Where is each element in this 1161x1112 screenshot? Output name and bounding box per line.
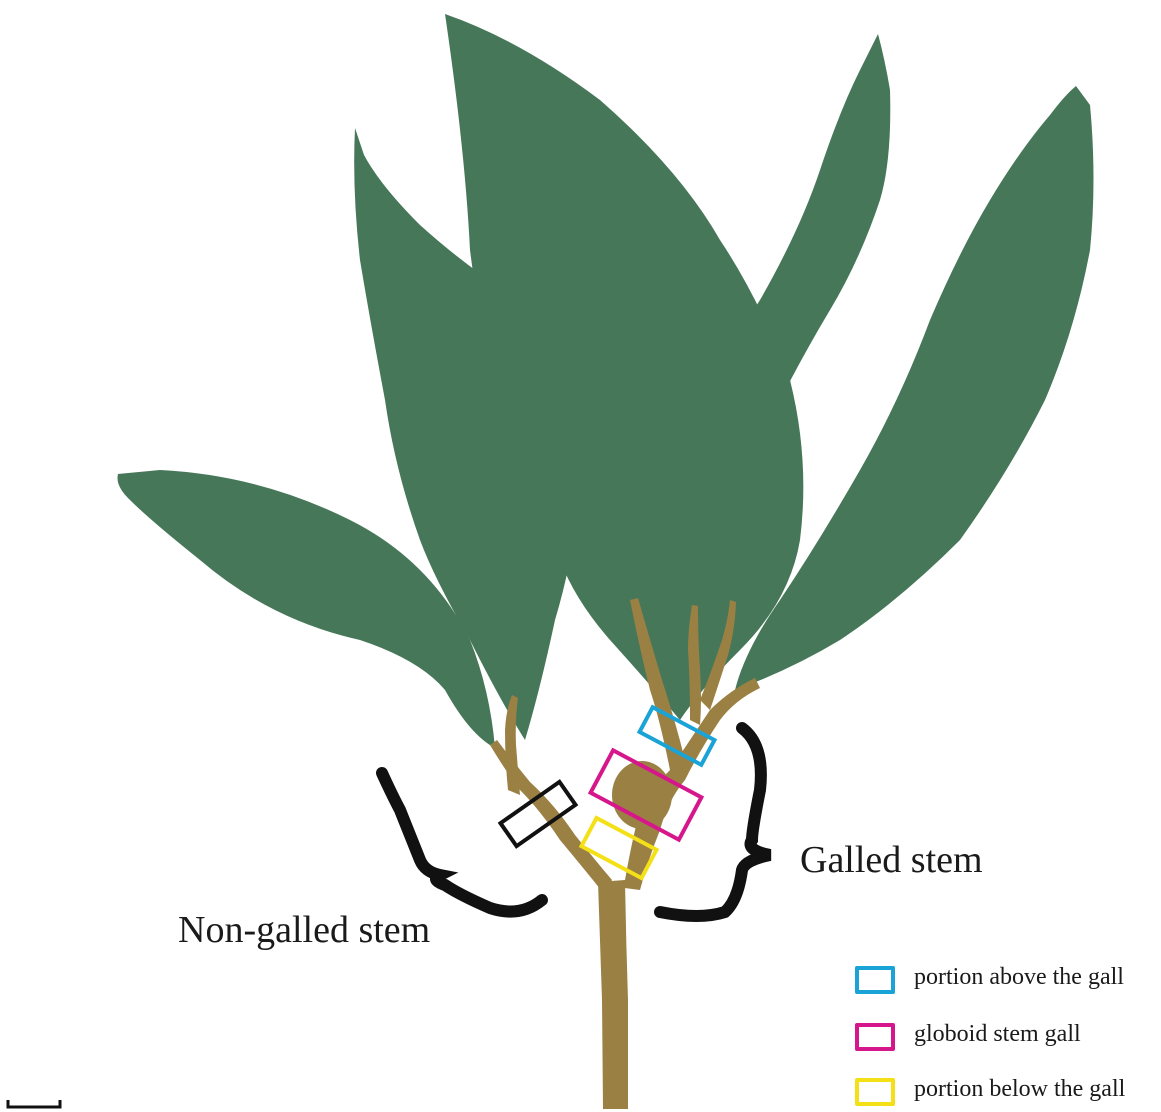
non-galled-stem-label: Non-galled stem — [178, 908, 430, 952]
legend-item-globoid-gall: globoid stem gall — [852, 1017, 1161, 1057]
scale-bar — [8, 1100, 60, 1107]
legend-label-globoid-gall: globoid stem gall — [914, 1021, 1081, 1048]
legend-item-above-gall: portion above the gall — [852, 960, 1161, 1000]
legend-swatch-globoid-gall — [855, 1023, 895, 1051]
legend-swatch-below-gall — [855, 1078, 895, 1106]
main-trunk — [598, 880, 628, 1109]
legend-swatch-above-gall — [855, 966, 895, 994]
legend-label-above-gall: portion above the gall — [914, 964, 1124, 991]
leaves — [118, 14, 1094, 748]
galled-stem-label: Galled stem — [800, 838, 983, 882]
legend-item-below-gall: portion below the gall — [852, 1072, 1161, 1112]
legend-label-below-gall: portion below the gall — [914, 1076, 1125, 1103]
